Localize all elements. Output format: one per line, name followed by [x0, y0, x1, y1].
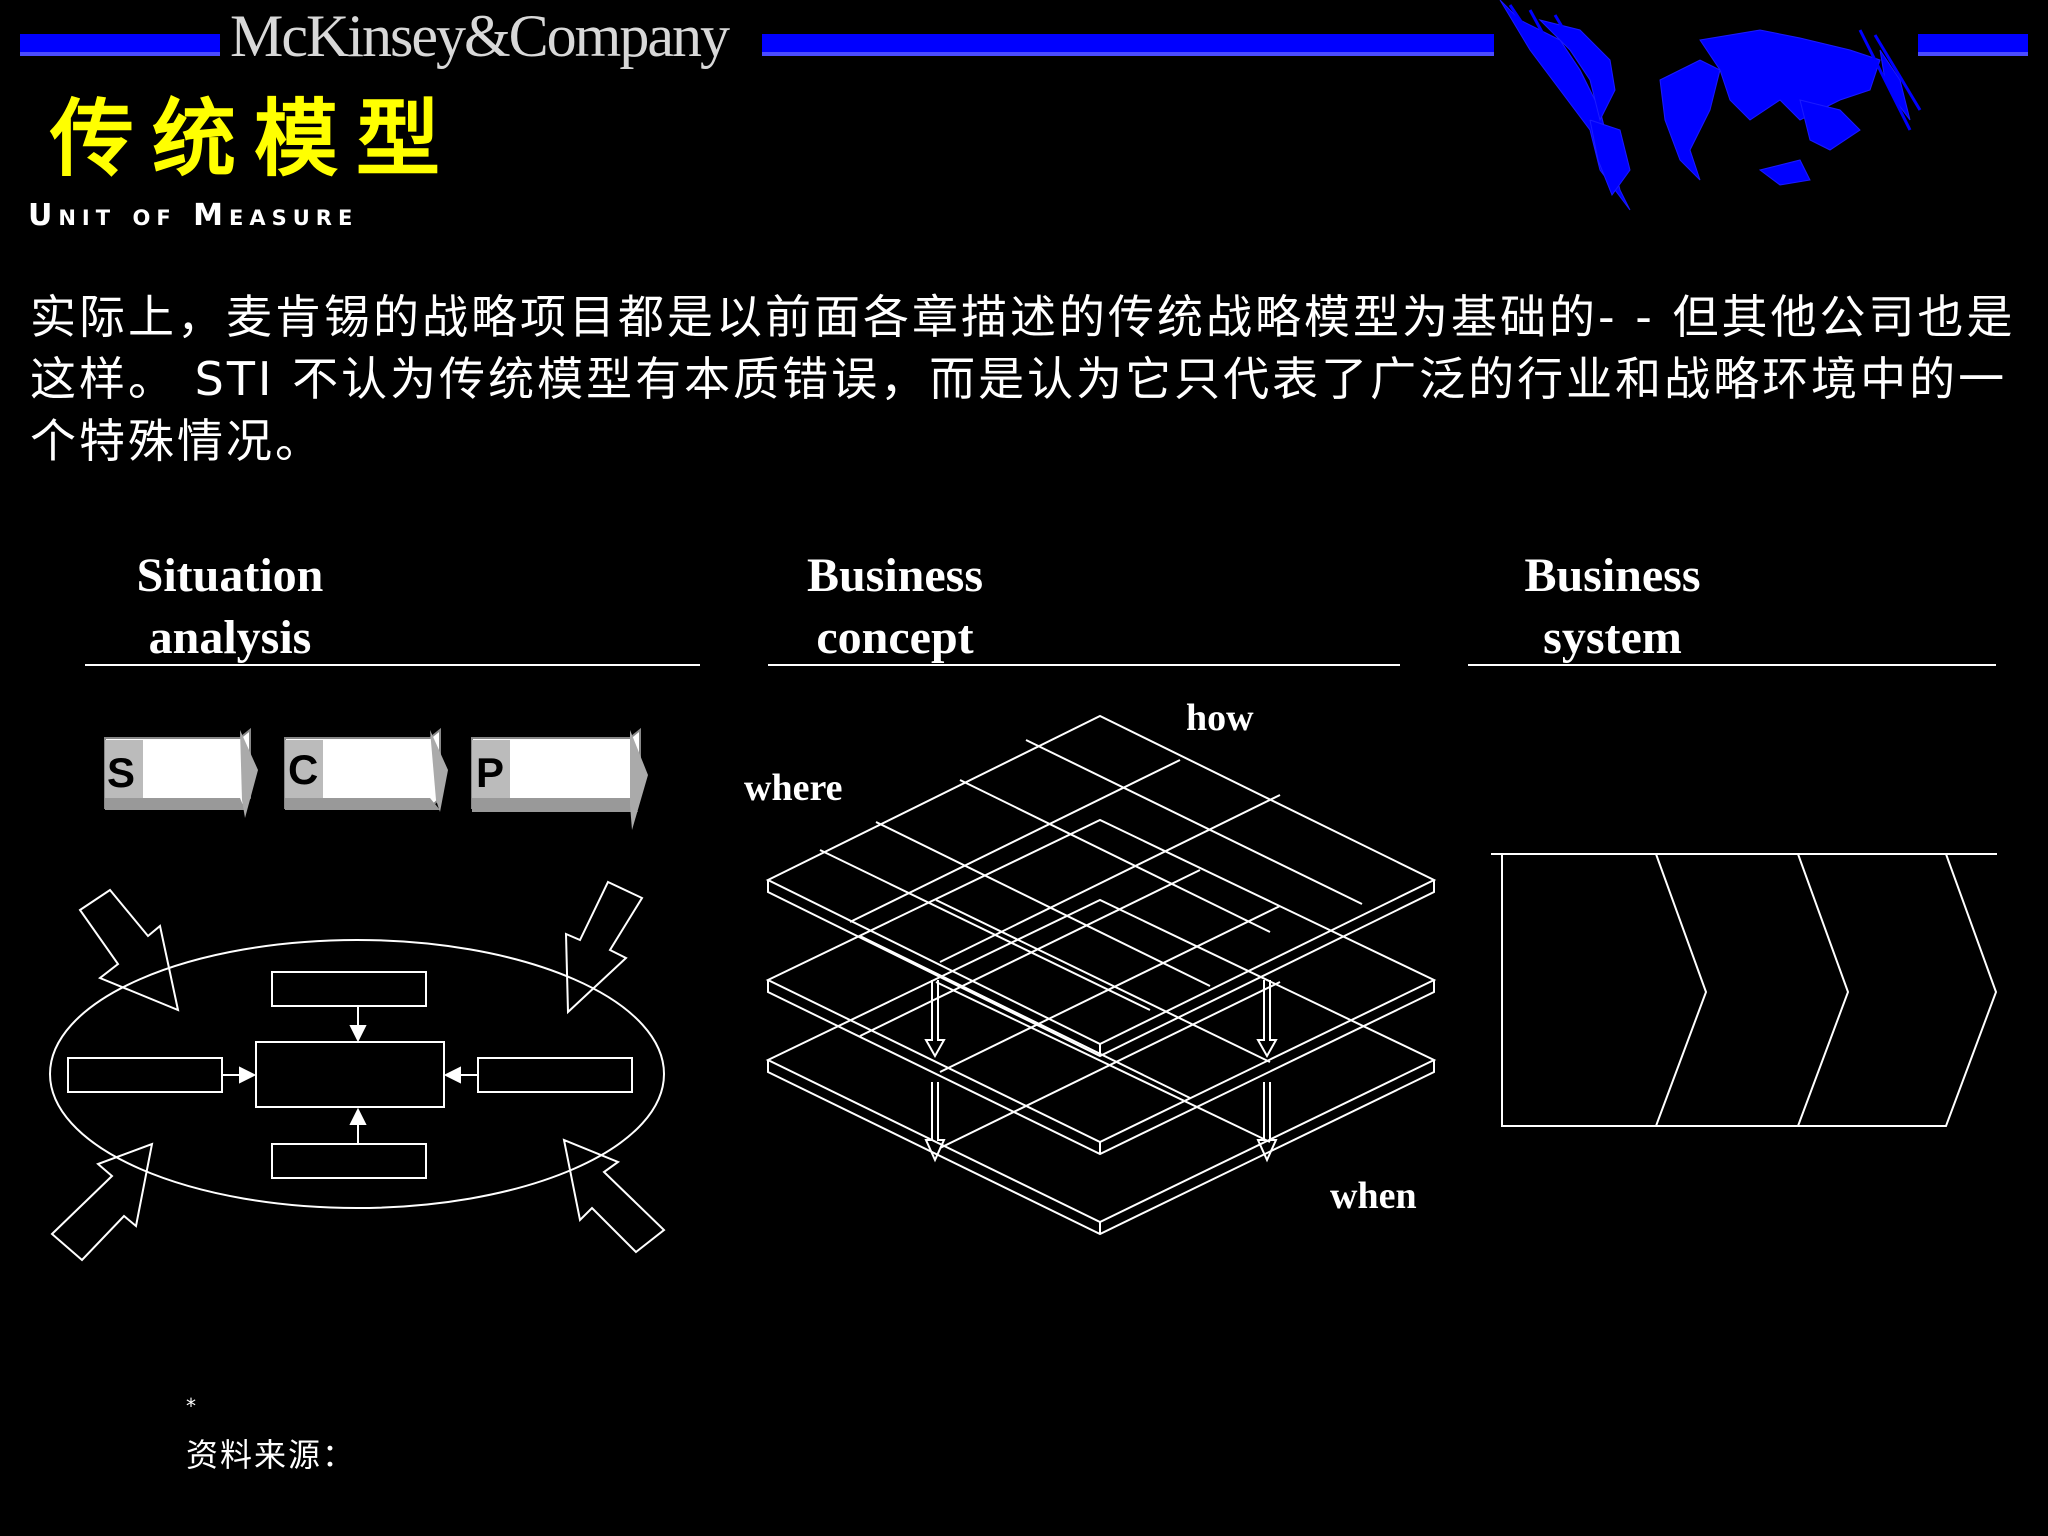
column-divider-2	[768, 664, 1400, 666]
environment-ellipse	[49, 939, 665, 1209]
arrow-top-left	[78, 888, 180, 1012]
arrow-top-right	[564, 880, 644, 1015]
left-box	[67, 1057, 223, 1093]
scp-arrow-p	[471, 727, 648, 830]
plane-top	[765, 714, 1437, 1046]
body-paragraph: 实际上，麦肯锡的战略项目都是以前面各章描述的传统战略模型为基础的- - 但其他公…	[30, 290, 2016, 468]
column-heading-line1: Business	[1524, 549, 1701, 602]
column-heading-line2: system	[1543, 611, 1682, 664]
scp-letter-s: S	[107, 749, 135, 796]
column-heading-line1: Business	[806, 549, 984, 602]
header-bar-middle	[762, 34, 1494, 56]
page-subtitle: Unit of Measure	[28, 198, 359, 233]
situation-analysis-diagram: S C P	[49, 727, 666, 1262]
header-bars	[20, 0, 2028, 211]
bottom-box	[271, 1143, 427, 1179]
top-box	[271, 971, 427, 1007]
scp-letter-p: P	[476, 749, 504, 796]
header-bar-left	[20, 34, 220, 56]
source-label: 资料来源：	[186, 1436, 357, 1474]
column-heading-situation-analysis: Situation analysis	[85, 545, 375, 669]
arrow-bottom-right	[562, 1138, 666, 1254]
column-heading-business-system: Business system	[1470, 545, 1755, 669]
scp-arrow-s	[104, 727, 258, 818]
page-title: 传统模型	[50, 90, 459, 188]
arrow-bottom-left	[50, 1142, 154, 1262]
header-bar-right	[1918, 34, 2028, 56]
footnote-mark: *	[186, 1394, 196, 1418]
center-box	[255, 1041, 445, 1108]
mckinsey-logo: McKinsey&Company	[230, 3, 730, 69]
column-divider-3	[1468, 664, 1996, 666]
column-heading-business-concept: Business concept	[755, 545, 1035, 669]
right-box	[477, 1057, 633, 1093]
label-how: how	[1186, 697, 1254, 739]
label-when: when	[1330, 1175, 1417, 1217]
world-map-icon	[1499, 0, 1911, 211]
column-heading-line2: analysis	[148, 611, 312, 664]
label-where: where	[744, 767, 843, 809]
column-heading-line2: concept	[816, 611, 974, 664]
business-concept-diagram	[765, 714, 1437, 1236]
scp-letter-c: C	[288, 746, 318, 793]
business-system-diagram	[1491, 853, 1998, 1127]
column-divider-1	[85, 664, 700, 666]
column-heading-line1: Situation	[136, 549, 324, 602]
scp-arrow-c	[284, 727, 448, 812]
